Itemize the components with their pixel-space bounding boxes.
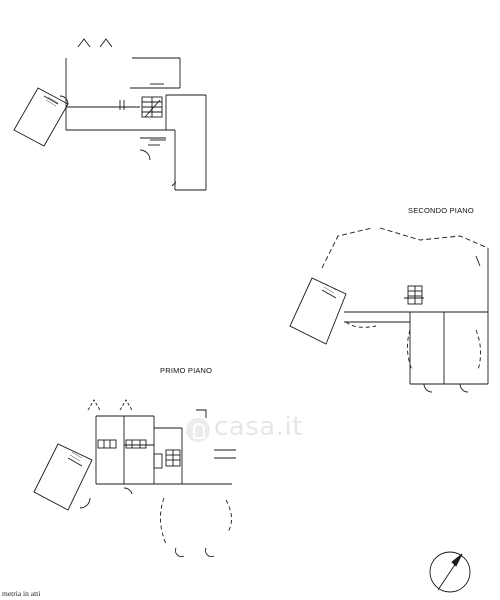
watermark-text: casa.it bbox=[214, 412, 303, 442]
roof-hatching bbox=[45, 96, 337, 462]
compass-north-icon bbox=[429, 551, 471, 593]
label-primo-piano: PRIMO PIANO bbox=[160, 366, 213, 375]
label-secondo-piano: SECONDO PIANO bbox=[408, 206, 474, 215]
plan-primo-piano bbox=[33, 399, 236, 557]
plan-secondo-piano bbox=[289, 227, 489, 393]
watermark-logo-icon bbox=[186, 418, 210, 442]
plan-ground-floor bbox=[13, 38, 207, 191]
footer-note: metria in atti bbox=[2, 589, 41, 598]
